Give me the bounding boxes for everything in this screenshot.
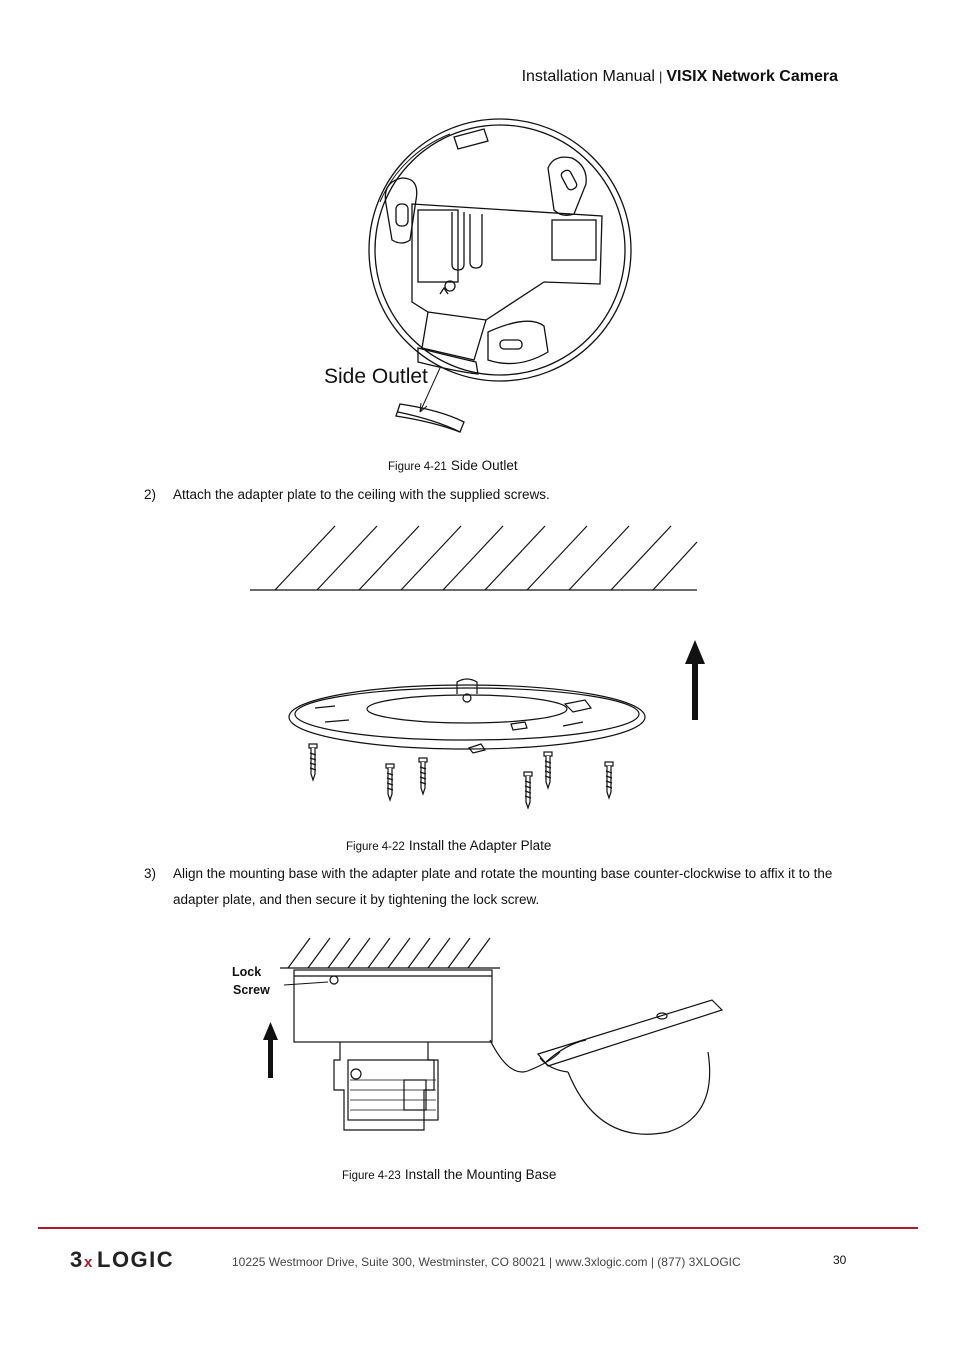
- step-number: 3): [144, 866, 157, 881]
- svg-text:LOGIC: LOGIC: [97, 1247, 174, 1272]
- header-separator: |: [658, 69, 663, 84]
- company-logo: 3 x LOGIC: [70, 1247, 174, 1272]
- figure-number: Figure 4-22: [346, 841, 405, 853]
- product-name: VISIX Network Camera: [666, 68, 838, 85]
- side-outlet-callout: Side Outlet: [324, 365, 428, 388]
- figure-number: Figure 4-23: [342, 1170, 401, 1182]
- figure-number: Figure 4-21: [388, 461, 447, 473]
- mounting-base-figure: Lock Screw: [232, 937, 724, 1135]
- step-text: Align the mounting base with the adapter…: [173, 866, 833, 907]
- svg-text:x: x: [84, 1254, 93, 1271]
- figure-title: Install the Mounting Base: [404, 1167, 557, 1182]
- footer-rule: [38, 1227, 918, 1229]
- lock-callout: Lock: [232, 965, 261, 979]
- adapter-plate-figure: [250, 525, 705, 810]
- side-outlet-figure: Side Outlet: [324, 118, 632, 433]
- screw-callout: Screw: [233, 983, 270, 997]
- step-2: 2) Attach the adapter plate to the ceili…: [144, 482, 844, 508]
- manual-title: Installation Manual: [521, 68, 655, 85]
- page-header: Installation Manual|VISIX Network Camera: [522, 68, 838, 86]
- step-text: Attach the adapter plate to the ceiling …: [173, 487, 550, 502]
- figure-title: Side Outlet: [450, 458, 518, 473]
- page-number: 30: [833, 1253, 847, 1267]
- footer-address: 10225 Westmoor Drive, Suite 300, Westmin…: [232, 1255, 741, 1269]
- figure-title: Install the Adapter Plate: [408, 838, 552, 853]
- svg-text:3: 3: [70, 1247, 83, 1272]
- step-number: 2): [144, 487, 157, 502]
- step-3: 3) Align the mounting base with the adap…: [144, 861, 844, 913]
